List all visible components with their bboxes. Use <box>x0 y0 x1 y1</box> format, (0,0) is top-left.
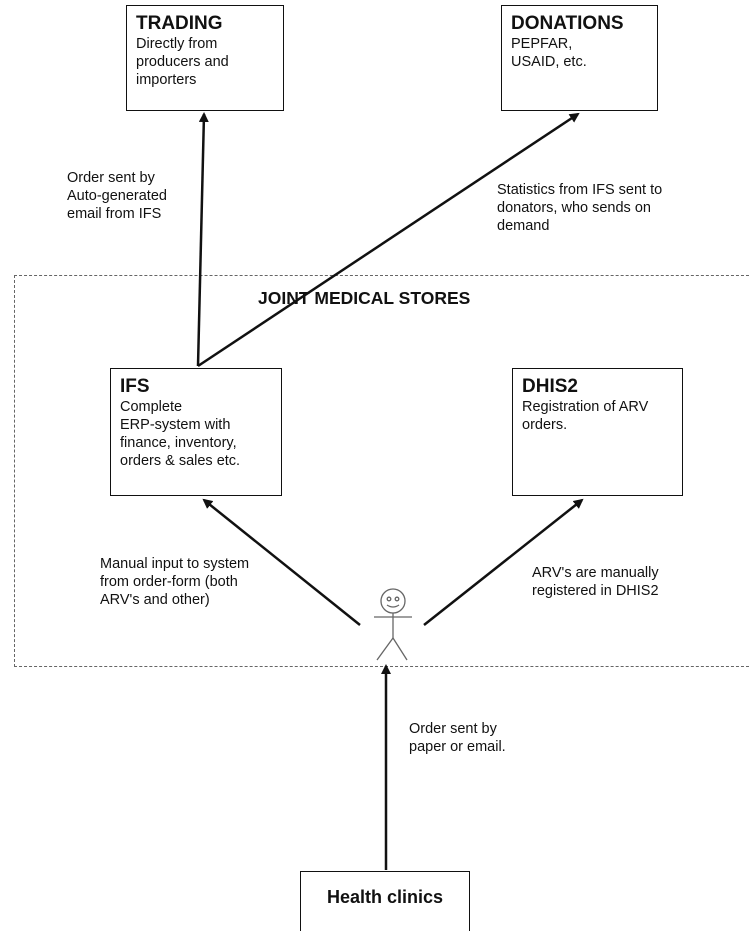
dhis2-node: DHIS2 Registration of ARV orders. <box>512 368 683 496</box>
trading-text: Directly from producers and importers <box>136 36 229 88</box>
donations-node: DONATIONS PEPFAR, USAID, etc. <box>501 5 658 111</box>
health-clinics-node: Health clinics <box>300 871 470 931</box>
dhis2-text: Registration of ARV orders. <box>522 399 649 433</box>
ifs-title: IFS <box>120 376 150 397</box>
arrow-ifs-to-trading <box>196 112 209 367</box>
donations-text: PEPFAR, USAID, etc. <box>511 36 587 70</box>
ifs-node: IFS Complete ERP-system with finance, in… <box>110 368 282 496</box>
trading-title: TRADING <box>136 13 223 34</box>
dhis2-title: DHIS2 <box>522 376 578 397</box>
label-ifs-to-donations: Statistics from IFS sent to donators, wh… <box>497 182 663 234</box>
label-person-to-dhis2: ARV's are manually registered in DHIS2 <box>532 565 659 599</box>
arrow-person-to-dhis2 <box>423 498 584 626</box>
arrow-ifs-to-donations <box>197 112 580 368</box>
stick-figure-icon <box>374 588 412 661</box>
arrow-person-to-ifs <box>202 498 361 626</box>
donations-title: DONATIONS <box>511 13 624 34</box>
trading-node: TRADING Directly from producers and impo… <box>126 5 284 111</box>
label-clinics-to-person: Order sent by paper or email. <box>409 721 506 755</box>
label-ifs-to-trading: Order sent by Auto-generated email from … <box>67 170 167 222</box>
health-clinics-title: Health clinics <box>326 887 444 907</box>
joint-medical-stores-title: JOINT MEDICAL STORES <box>258 288 471 308</box>
ifs-text: Complete ERP-system with finance, invent… <box>120 399 241 469</box>
label-person-to-ifs: Manual input to system from order-form (… <box>100 556 250 608</box>
